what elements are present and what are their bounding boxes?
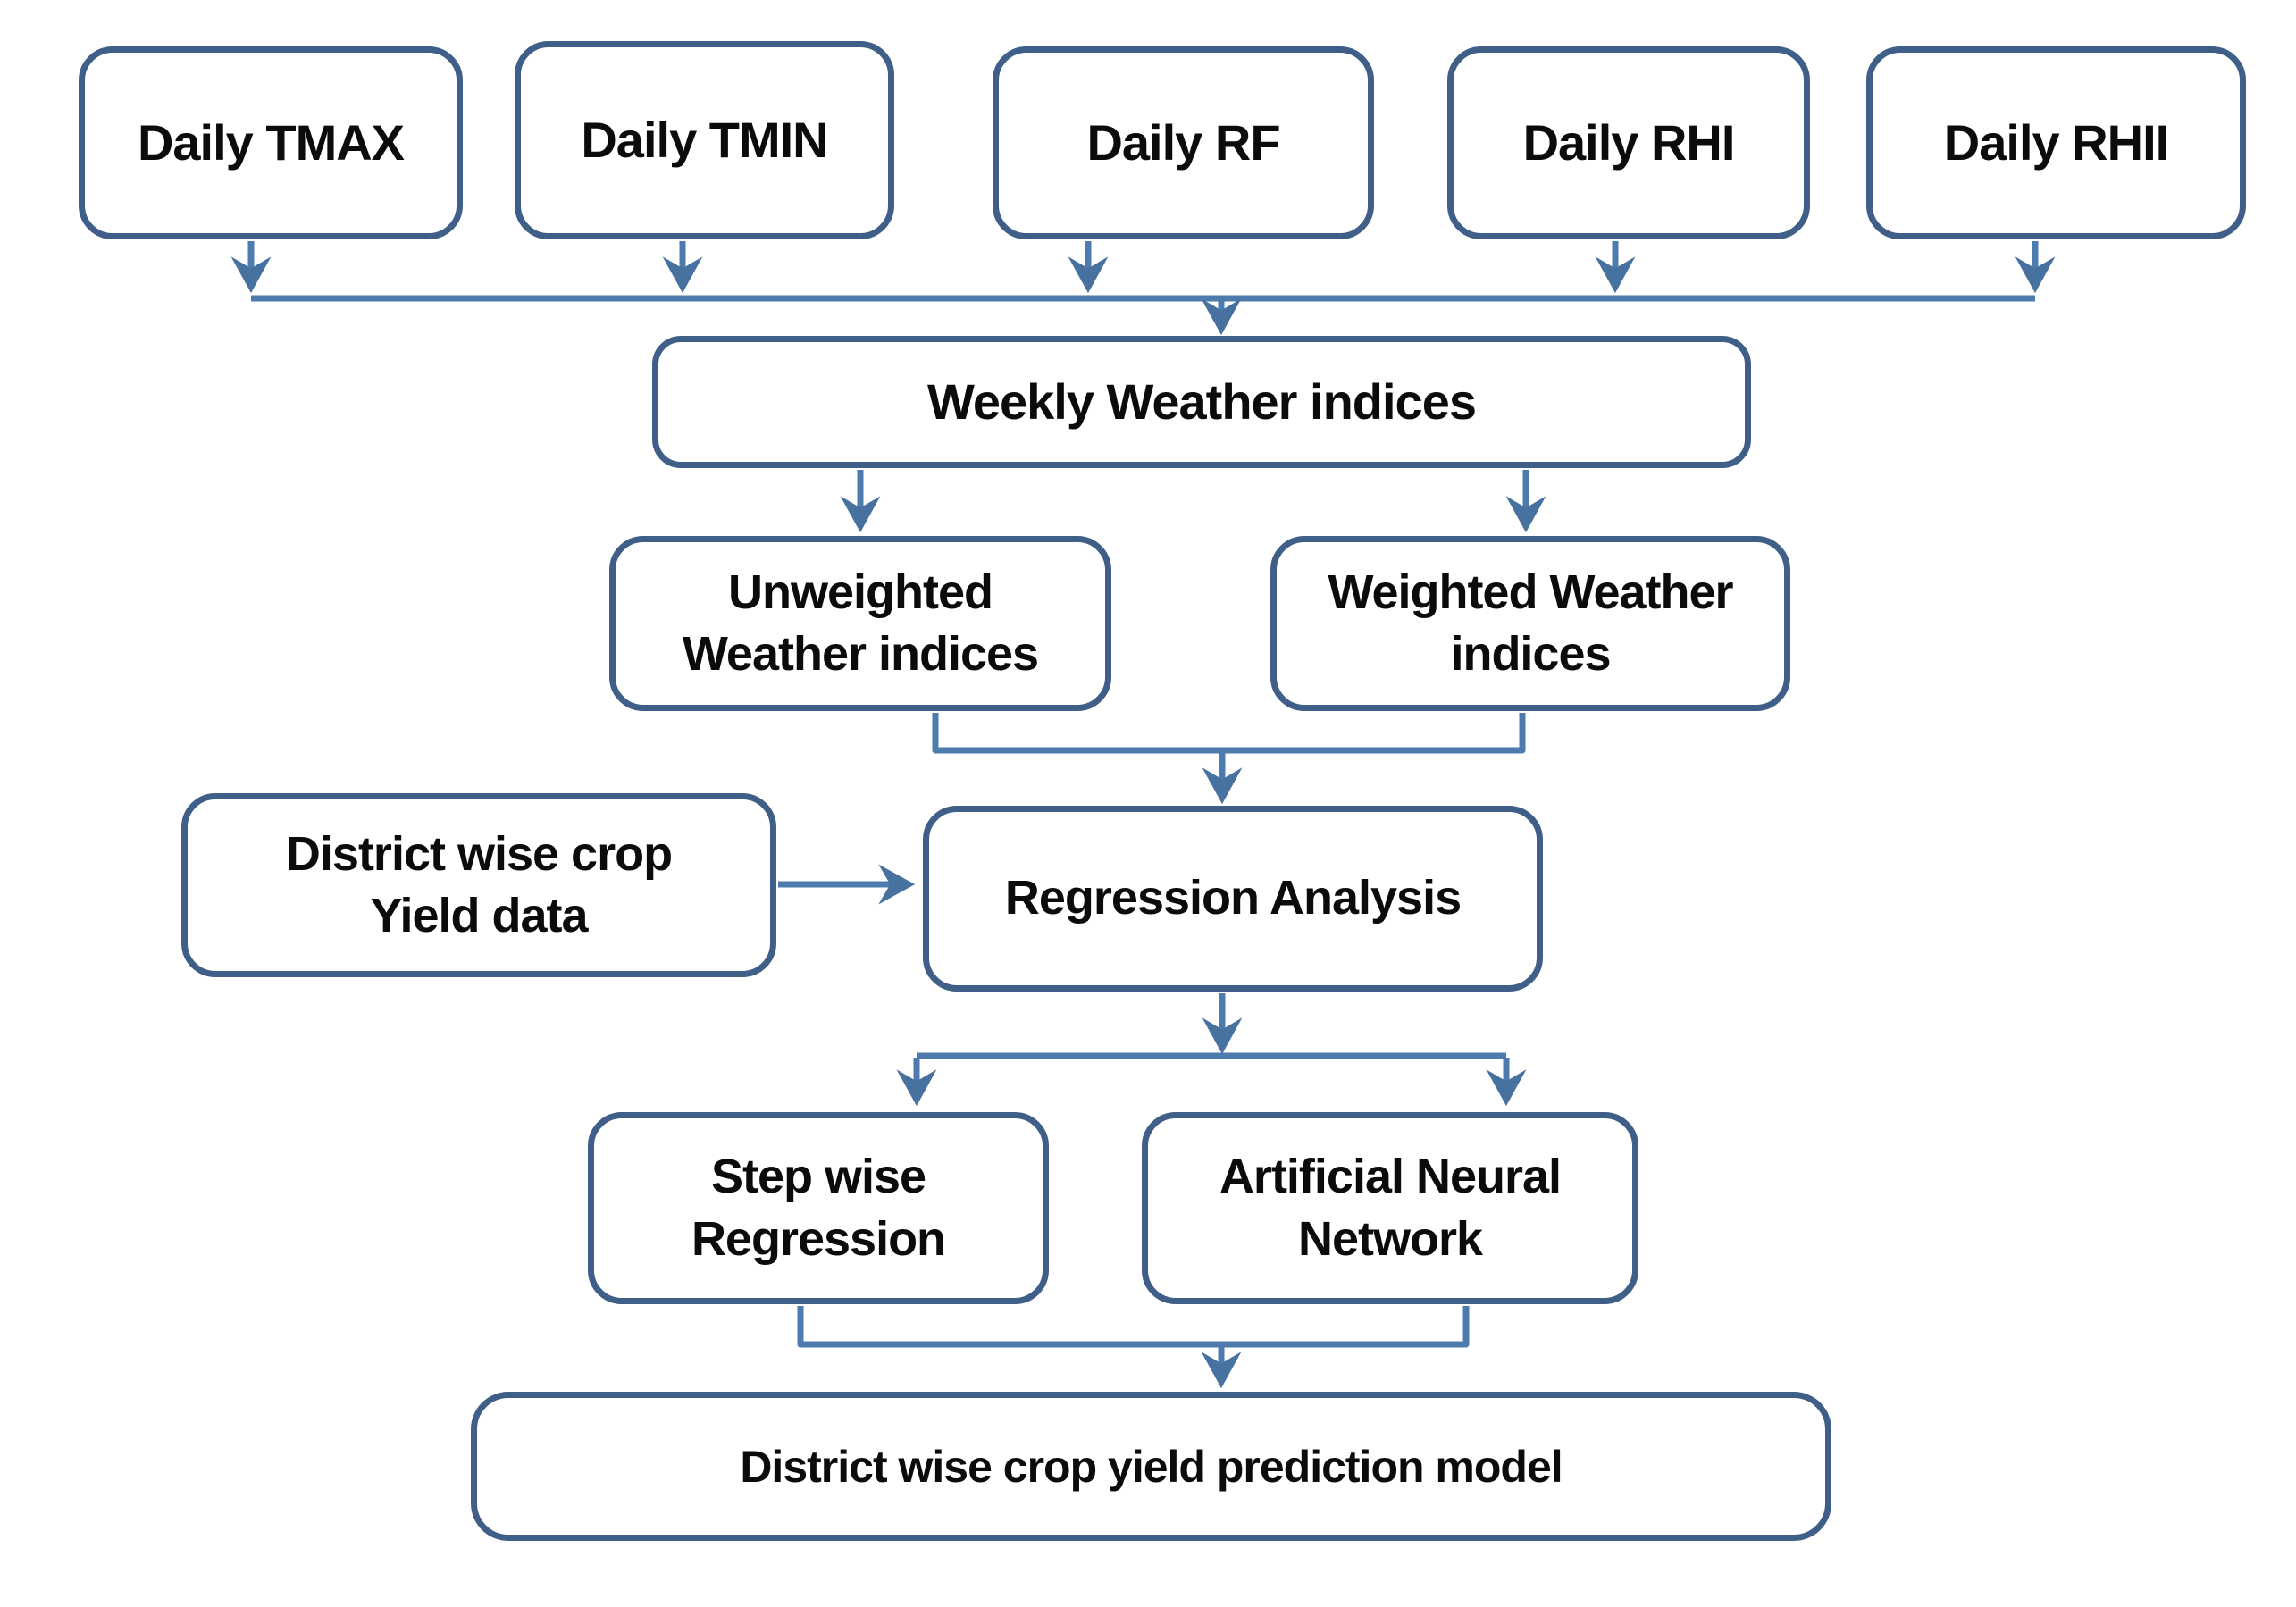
node-regression-analysis-label: Regression Analysis: [1004, 871, 1462, 925]
node-daily-tmin: Daily TMIN: [515, 41, 894, 239]
node-stepwise-regression-label: Step wise Regression: [691, 1150, 946, 1266]
node-weighted-weather-indices: Weighted Weather indices: [1270, 536, 1790, 711]
node-unweighted-weather-indices-label: Unweighted Weather indices: [682, 565, 1039, 681]
node-daily-rf-label: Daily RF: [1086, 114, 1280, 172]
edge-indices-merge-bracket: [932, 713, 1526, 754]
node-daily-rhi: Daily RHI: [1447, 46, 1810, 239]
edge-models-merge-bracket: [797, 1306, 1470, 1348]
node-daily-rhii-label: Daily RHII: [1943, 114, 2169, 172]
node-unweighted-weather-indices: Unweighted Weather indices: [609, 536, 1111, 711]
node-weighted-weather-indices-label: Weighted Weather indices: [1328, 565, 1733, 681]
node-daily-rf: Daily RF: [993, 46, 1374, 239]
node-stepwise-regression: Step wise Regression: [588, 1112, 1049, 1304]
node-artificial-neural-network: Artificial Neural Network: [1142, 1112, 1638, 1304]
node-daily-rhi-label: Daily RHI: [1522, 114, 1736, 172]
node-district-yield-data-label: District wise crop Yield data: [285, 826, 673, 942]
node-regression-analysis: Regression Analysis: [923, 806, 1543, 992]
node-daily-tmax-label: Daily TMAX: [137, 114, 405, 172]
node-prediction-model: District wise crop yield prediction mode…: [471, 1392, 1831, 1541]
node-daily-tmin-label: Daily TMIN: [581, 112, 828, 169]
node-daily-tmax: Daily TMAX: [79, 46, 463, 239]
node-weekly-weather-indices-label: Weekly Weather indices: [927, 373, 1477, 431]
node-artificial-neural-network-label: Artificial Neural Network: [1219, 1150, 1562, 1266]
node-district-yield-data: District wise crop Yield data: [181, 793, 776, 977]
node-weekly-weather-indices: Weekly Weather indices: [652, 336, 1751, 468]
node-daily-rhii: Daily RHII: [1866, 46, 2246, 239]
node-prediction-model-label: District wise crop yield prediction mode…: [740, 1441, 1563, 1492]
